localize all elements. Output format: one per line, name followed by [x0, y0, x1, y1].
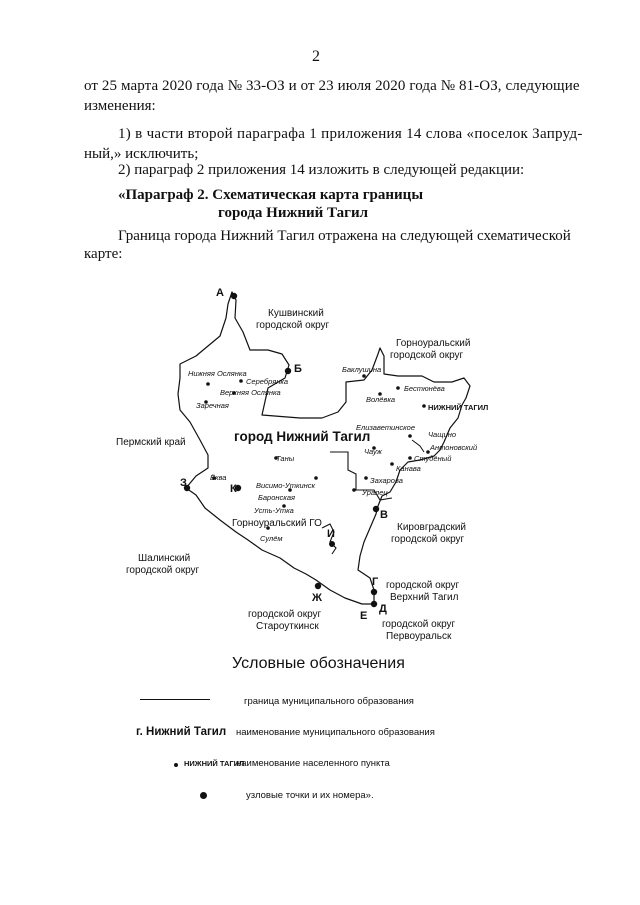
svg-text:Студёный: Студёный — [414, 454, 452, 463]
point-label: Г — [372, 576, 379, 588]
svg-text:Верхняя Ослянка: Верхняя Ослянка — [220, 388, 281, 397]
svg-text:городской округ: городской округ — [256, 320, 330, 331]
svg-text:Кировградский: Кировградский — [397, 522, 466, 533]
svg-text:Ёква: Ёква — [210, 473, 226, 482]
svg-text:Баронская: Баронская — [258, 493, 295, 502]
node-point — [329, 541, 335, 547]
legend-node-dot — [200, 792, 207, 799]
svg-text:Усть-Утка: Усть-Утка — [253, 506, 294, 515]
paragraph-line: изменения: — [84, 98, 156, 114]
point-label: З — [180, 477, 187, 489]
point-label: Б — [294, 363, 302, 375]
city-boundary — [177, 291, 471, 605]
section-heading: города Нижний Тагил — [218, 205, 369, 221]
paragraph-line: 2) параграф 2 приложения 14 изложить в с… — [118, 162, 525, 178]
svg-text:Уралец: Уралец — [361, 488, 388, 497]
svg-text:Нижняя Ослянка: Нижняя Ослянка — [188, 369, 247, 378]
legend-border-sample — [140, 699, 210, 700]
svg-text:Горноуральский: Горноуральский — [396, 338, 470, 349]
svg-text:Волёвка: Волёвка — [366, 395, 395, 404]
svg-text:Бестюнёва: Бестюнёва — [404, 384, 445, 393]
settlement-dots — [204, 374, 430, 530]
city-title: город Нижний Тагил — [234, 429, 370, 444]
neighbor-labels: Кушвинский городской округ Горноуральски… — [116, 308, 470, 642]
point-label: Е — [360, 610, 367, 622]
svg-text:Захарова: Захарова — [370, 476, 403, 485]
svg-text:городской округ: городской округ — [382, 619, 456, 630]
svg-text:Елизаветинское: Елизаветинское — [356, 423, 415, 432]
svg-text:Канава: Канава — [396, 464, 421, 473]
paragraph-line: Граница города Нижний Тагил отражена на … — [118, 228, 571, 244]
node-point — [370, 600, 378, 608]
paragraph-line: ный,» исключить; — [84, 146, 199, 162]
svg-text:Верхний Тагил: Верхний Тагил — [390, 592, 459, 603]
legend-mun-sample: г. Нижний Тагил — [136, 726, 227, 738]
svg-text:Серебрянка: Серебрянка — [246, 377, 288, 386]
svg-text:городской округ: городской округ — [126, 565, 200, 576]
node-point — [372, 505, 380, 513]
node-point — [370, 588, 378, 596]
svg-text:Шалинский: Шалинский — [138, 553, 190, 564]
legend-settlement-dot — [174, 763, 178, 767]
svg-text:Кушвинский: Кушвинский — [268, 308, 324, 319]
svg-text:Таны: Таны — [276, 454, 295, 463]
svg-text:городской округ: городской округ — [386, 580, 460, 591]
point-label: В — [380, 509, 388, 521]
inner-boundary — [330, 451, 393, 501]
paragraph-line: 1) в части второй параграфа 1 приложения… — [118, 126, 583, 142]
point-label: Д — [379, 603, 387, 615]
svg-text:городской округ: городской округ — [390, 350, 464, 361]
point-label: К — [230, 483, 237, 495]
node-point — [284, 367, 292, 375]
svg-text:Заречная: Заречная — [196, 401, 229, 410]
svg-text:Чауж: Чауж — [364, 447, 383, 456]
legend-title: Условные обозначения — [232, 655, 405, 672]
node-point — [234, 484, 242, 492]
svg-text:Староуткинск: Староуткинск — [256, 621, 319, 632]
svg-text:Чащино: Чащино — [428, 430, 456, 439]
svg-text:Антоновский: Антоновский — [429, 443, 478, 452]
inner-boundary — [411, 439, 425, 453]
legend-settlement-sample: нижний тагил — [184, 759, 245, 768]
point-label: Ж — [311, 592, 322, 604]
section-heading: «Параграф 2. Схематическая карта границы — [118, 187, 424, 203]
svg-text:Пермский край: Пермский край — [116, 437, 186, 448]
svg-text:Первоуральск: Первоуральск — [386, 631, 452, 642]
node-point — [183, 484, 191, 492]
legend-node-desc: узловые точки и их номера». — [246, 790, 374, 801]
svg-text:Висимо-Уткинск: Висимо-Уткинск — [256, 481, 316, 490]
svg-text:городской округ: городской округ — [391, 534, 465, 545]
legend-mun-desc: наименование муниципального образования — [236, 727, 435, 738]
paragraph-line: от 25 марта 2020 года № 33-ОЗ и от 23 ию… — [84, 78, 580, 94]
legend-settlement-desc: наименование населенного пункта — [236, 758, 390, 769]
svg-text:Горноуральский ГО: Горноуральский ГО — [232, 518, 322, 529]
svg-text:городской округ: городской округ — [248, 609, 322, 620]
settlement-labels: Нижняя Ослянка Серебрянка Верхняя Ослянк… — [188, 365, 488, 543]
point-label: И — [327, 528, 335, 540]
legend-border-desc: граница муниципального образования — [244, 696, 414, 707]
node-point — [314, 582, 322, 590]
node-point — [230, 292, 238, 300]
point-label: А — [216, 287, 224, 299]
svg-text:Баклушина: Баклушина — [342, 365, 381, 374]
inner-boundary — [321, 523, 337, 555]
paragraph-line: карте: — [84, 246, 123, 262]
svg-text:Сулём: Сулём — [260, 534, 283, 543]
page-number: 2 — [312, 48, 320, 65]
svg-text:НИЖНИЙ ТАГИЛ: НИЖНИЙ ТАГИЛ — [428, 403, 488, 412]
